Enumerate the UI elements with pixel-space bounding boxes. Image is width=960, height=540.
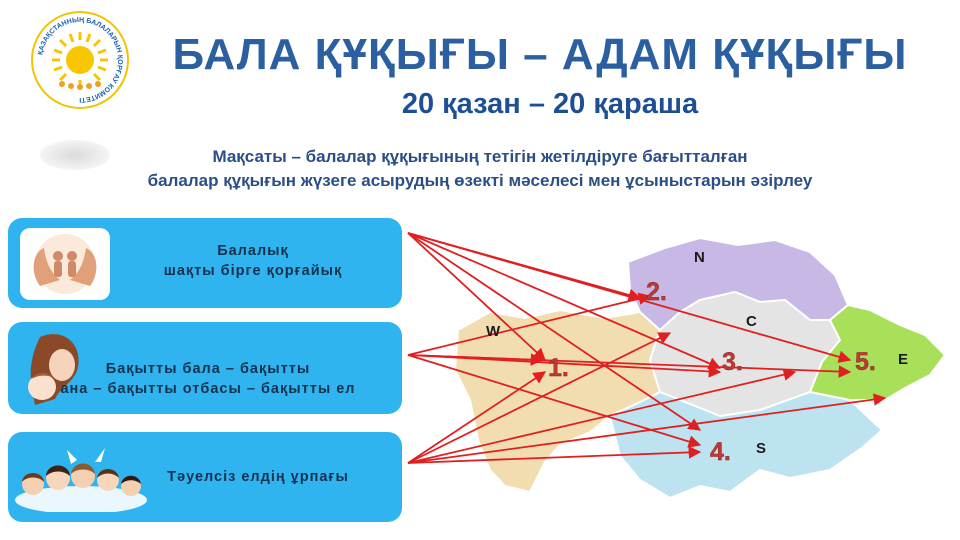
region-letter-north: N [694, 249, 705, 266]
arrow [407, 393, 887, 464]
date-range: 20 қазан – 20 қараша [401, 88, 699, 120]
goal-line-2: балалар құқығын жүзеге асырудың өзекті м… [147, 171, 813, 190]
region-letter-west: W [486, 323, 501, 340]
sun-people-emblem-icon [52, 32, 108, 90]
arrow [407, 232, 642, 302]
region-letter-central: C [746, 313, 757, 330]
arrows [407, 232, 887, 464]
mother-child-icon [28, 334, 79, 405]
organization-logo: ҚАЗАҚСТАННЫҢ БАЛАЛАРЫН ҚОРҒАУ КОМИТЕТІ [31, 11, 129, 109]
arrow [407, 332, 672, 464]
card-2-line-1: Бақытты бала – бақытты [105, 361, 311, 377]
card-3-line-1: Тәуелсіз елдің ұрпағы [167, 469, 349, 485]
card-2-line-2: ана – бақытты отбасы – бақытты ел [60, 381, 356, 397]
arrow [407, 232, 546, 361]
region-south [608, 390, 884, 500]
goal-line-1: Мақсаты – балалар құқығының тетігін жеті… [212, 147, 748, 166]
card-1-line-2: шақты бірге қорғайық [163, 263, 343, 279]
arrow [407, 371, 547, 464]
region-west [453, 308, 662, 494]
region-central [648, 290, 842, 418]
slogan-card-independent-generation: Тәуелсіз елдің ұрпағы [8, 432, 402, 522]
arrow [407, 232, 852, 363]
arrow [407, 368, 797, 464]
arrow [407, 353, 544, 366]
region-north [626, 236, 850, 332]
region-letter-south: S [756, 440, 766, 457]
region-number-2: 2. [646, 278, 667, 306]
card-1-line-1: Балалық [217, 243, 289, 259]
arrow [407, 232, 702, 431]
region-letter-east: E [898, 351, 908, 368]
arrow [407, 292, 652, 356]
slogan-card-childhood: Балалық шақты бірге қорғайық [8, 218, 402, 308]
region-number-4: 4. [710, 438, 731, 466]
page-title: БАЛА ҚҰҚЫҒЫ – АДАМ ҚҰҚЫҒЫ [172, 30, 908, 79]
region-number-5: 5. [855, 348, 876, 376]
arrow [407, 446, 702, 464]
arrow [407, 232, 722, 370]
goal-statement: Мақсаты – балалар құқығының тетігін жеті… [20, 145, 940, 193]
arrow [407, 354, 852, 378]
slogan-card-happy-family: Бақытты бала – бақытты ана – бақытты отб… [8, 322, 402, 414]
decorative-smudge [40, 140, 110, 170]
protecting-hands-icon [20, 228, 110, 300]
region-number-1: 1. [548, 354, 569, 382]
region-east [808, 303, 947, 401]
region-number-3: 3. [722, 348, 743, 376]
children-group-icon [15, 448, 147, 512]
arrow [407, 354, 722, 378]
arrow [407, 354, 702, 448]
